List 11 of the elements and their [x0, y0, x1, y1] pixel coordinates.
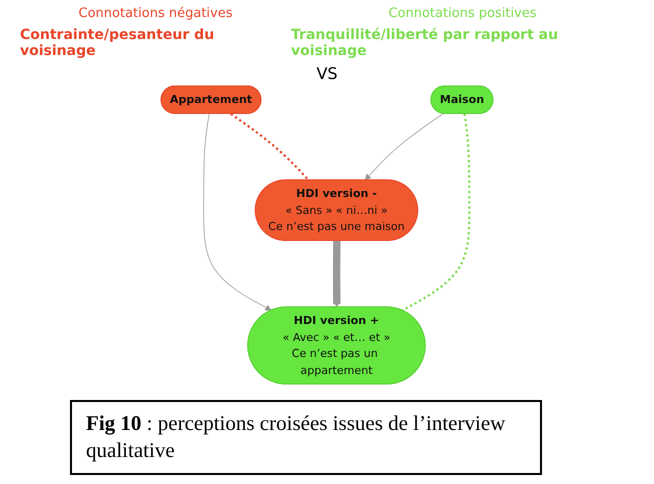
label: VS [316, 64, 338, 83]
label: Connotations positives [388, 6, 537, 21]
heading-label: Tranquillité/liberté par rapport au voisinage [291, 27, 560, 59]
arrow [332, 240, 341, 308]
heading-label: Contrainte/pesanteur du voisinage [20, 27, 216, 59]
arrow [203, 114, 272, 311]
label: Connotations négatives [78, 6, 232, 21]
connector [402, 114, 470, 312]
caption: Fig 10 : perceptions croisées issues de l’interview qualitative [70, 400, 542, 475]
arrow [364, 113, 444, 180]
connector [230, 112, 310, 181]
